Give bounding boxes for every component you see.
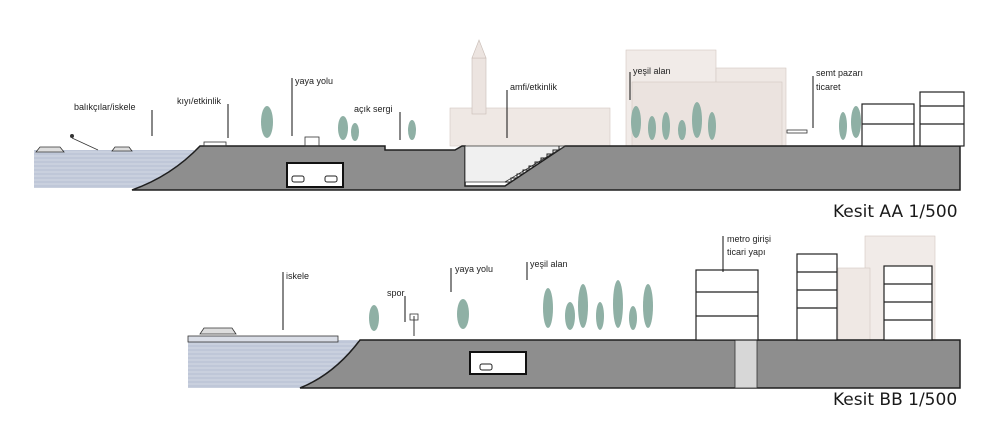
metro-commercial-building [695,269,759,341]
building-frame [796,253,838,341]
building-frame [861,103,915,147]
minaret-tower [471,57,487,115]
label-commerce: ticaret [816,82,841,92]
car-icon [324,175,338,183]
tree-icon [261,106,273,138]
section-aa-title: Kesit AA 1/500 [833,202,958,222]
car-icon [291,175,305,183]
label-amphitheatre: amfi/etkinlik [510,82,558,92]
tree-icon [648,116,656,140]
label-pedestrian-path: yaya yolu [295,76,333,86]
metro-shaft [734,339,758,389]
pier-platform [187,335,339,343]
tree-icon [851,106,861,138]
trees-bb [369,280,653,331]
building-mass [449,107,611,147]
label-green-area: yeşil alan [530,259,568,269]
label-neighborhood-market: semt pazarı [816,68,863,78]
label-pedestrian-path: yaya yolu [455,264,493,274]
boat-icon [35,146,65,153]
tree-icon [578,284,588,328]
tree-icon [629,306,637,330]
tree-icon [408,120,416,140]
tree-icon [543,288,553,328]
buildings-right-aa [861,91,965,147]
label-sport: spor [387,288,405,298]
building-mass [631,81,783,147]
tree-icon [596,302,604,330]
person-icon [70,134,74,138]
tree-icon [692,102,702,138]
market-canopy [786,129,808,134]
tree-icon [613,280,623,328]
building-frame [919,91,965,147]
buildings-right-bb [796,253,933,341]
tree-icon [643,284,653,328]
section-bb: iskele spor yaya yolu yeşil alan metro g… [187,234,961,410]
kiosk-icon [304,136,320,147]
trees-aa [261,102,861,141]
fishing-rod [71,137,99,151]
label-open-exhibition: açık sergi [354,104,393,114]
tunnel-aa [286,162,344,188]
building-mass [837,267,871,341]
bench-icon [203,141,227,147]
label-green-area: yeşil alan [633,66,671,76]
tree-icon [351,123,359,141]
section-aa: balıkçılar/iskele kıyı/etkinlik yaya yol… [34,39,965,222]
minaret-spire [471,39,487,59]
label-fishermen-pier: balıkçılar/iskele [74,102,136,112]
tree-icon [338,116,348,140]
label-commercial-building: ticari yapı [727,247,766,257]
boat-icon [111,146,133,152]
background-buildings-aa [449,39,787,147]
tree-icon [708,112,716,140]
tree-icon [457,299,469,329]
tree-icon [839,112,847,140]
amphitheatre-steps [505,146,560,183]
label-pier: iskele [286,271,309,281]
car-icon [479,363,493,371]
tree-icon [678,120,686,140]
tree-icon [369,305,379,331]
tree-icon [565,302,575,330]
basketball-hoop-board [409,313,419,321]
tunnel-bb [469,351,527,375]
boat-icon [199,327,237,335]
building-frame [883,265,933,341]
ground-section-bb [299,339,961,389]
section-bb-title: Kesit BB 1/500 [833,390,957,410]
tree-icon [631,106,641,138]
label-metro-entrance: metro girişi [727,234,771,244]
label-coast-event: kıyı/etkinlik [177,96,222,106]
building-frame [695,269,759,341]
tree-icon [662,112,670,140]
